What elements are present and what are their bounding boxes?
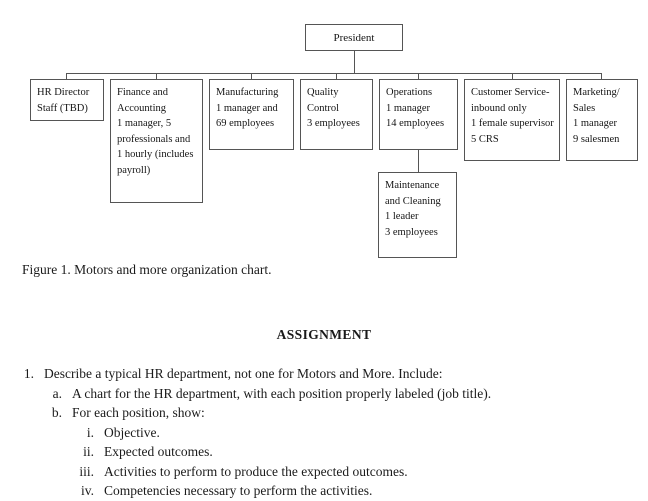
- org-node-finance-accounting-line-5: payroll): [117, 164, 151, 176]
- list-item-marker: iv.: [81, 483, 94, 498]
- list-item-marker: i.: [86, 424, 94, 440]
- list-item-marker: 1.: [23, 366, 34, 381]
- org-node-customer-service-line-3: 5 CRS: [471, 133, 499, 145]
- org-node-marketing-sales: Marketing/ Sales 1 manager 9 salesmen: [566, 79, 638, 161]
- list-item-text: A chart for the HR department, with each…: [72, 385, 492, 401]
- org-node-maintenance-cleaning-line-0: Maintenance: [385, 180, 440, 191]
- list-item-marker: iii.: [79, 463, 94, 479]
- org-node-finance-accounting-line-2: 1 manager, 5: [117, 118, 172, 129]
- list-item-text: For each position, show:: [72, 405, 205, 420]
- org-node-president: President: [305, 24, 403, 51]
- connector-drop-marketing-sales: [601, 73, 602, 79]
- connector-horizontal-bus: [66, 73, 602, 74]
- org-node-hr-director-line-0: HR Director: [37, 87, 90, 98]
- org-node-operations: Operations 1 manager 14 employees: [379, 79, 458, 150]
- list-item: iv. Competencies necessary to perform th…: [72, 481, 640, 501]
- org-node-marketing-sales-line-1: Sales: [573, 102, 596, 114]
- list-item: iii. Activities to perform to produce th…: [72, 462, 640, 482]
- org-node-customer-service-line-1: inbound only: [471, 102, 527, 114]
- org-node-manufacturing-line-2: 69 employees: [216, 118, 275, 129]
- list-item-text: Objective.: [104, 424, 160, 440]
- connector-president-stem: [354, 51, 355, 73]
- list-item-marker: ii.: [83, 444, 94, 459]
- org-node-hr-director-line-1: Staff (TBD): [37, 102, 88, 114]
- org-node-operations-line-1: 1 manager: [386, 102, 431, 114]
- list-item-text: Competencies necessary to perform the ac…: [104, 483, 373, 498]
- org-node-maintenance-cleaning-line-1: and Cleaning: [385, 195, 441, 207]
- list-item-text: Describe a typical HR department, not on…: [44, 366, 443, 381]
- list-item-text: Expected outcomes.: [104, 444, 213, 459]
- org-node-manufacturing-line-1: 1 manager and: [216, 102, 278, 114]
- figure-caption: Figure 1. Motors and more organization c…: [22, 262, 272, 277]
- org-node-quality-control-line-2: 3 employees: [307, 118, 360, 129]
- connector-operations-to-maintenance: [418, 150, 419, 172]
- org-node-operations-line-0: Operations: [386, 87, 433, 98]
- org-node-marketing-sales-line-3: 9 salesmen: [573, 133, 620, 145]
- list-item-marker: a.: [52, 385, 62, 401]
- org-node-quality-control: Quality Control 3 employees: [300, 79, 373, 150]
- org-node-operations-line-2: 14 employees: [386, 118, 445, 129]
- list-item: ii. Expected outcomes.: [72, 442, 640, 462]
- org-node-customer-service: Customer Service- inbound only 1 female …: [464, 79, 560, 161]
- org-node-finance-accounting-line-3: professionals and: [117, 133, 191, 145]
- org-node-finance-accounting-line-4: 1 hourly (includes: [117, 149, 194, 160]
- connector-drop-hr-director: [66, 73, 67, 79]
- connector-drop-manufacturing: [251, 73, 252, 79]
- org-node-marketing-sales-line-0: Marketing/: [573, 87, 620, 98]
- assignment-heading: ASSIGNMENT: [276, 327, 372, 342]
- org-node-quality-control-line-1: Control: [307, 102, 340, 114]
- org-node-finance-accounting-line-1: Accounting: [117, 102, 166, 114]
- assignment-list: 1. Describe a typical HR department, not…: [16, 364, 640, 501]
- organization-chart: President HR Director Staff (TBD) Financ…: [30, 24, 638, 258]
- list-item: b. For each position, show:: [44, 403, 640, 423]
- org-node-finance-accounting-line-0: Finance and: [117, 87, 169, 98]
- list-item: 1. Describe a typical HR department, not…: [16, 364, 640, 384]
- connector-drop-quality-control: [336, 73, 337, 79]
- org-node-maintenance-cleaning-line-2: 1 leader: [385, 211, 419, 222]
- org-node-hr-director: HR Director Staff (TBD): [30, 79, 104, 121]
- list-item: i. Objective.: [72, 423, 640, 443]
- org-node-customer-service-line-2: 1 female supervisor: [471, 118, 554, 129]
- org-node-manufacturing: Manufacturing 1 manager and 69 employees: [209, 79, 294, 150]
- org-node-maintenance-cleaning-line-3: 3 employees: [385, 226, 438, 238]
- org-node-manufacturing-line-0: Manufacturing: [216, 87, 279, 98]
- list-item-text: Activities to perform to produce the exp…: [104, 463, 408, 479]
- connector-drop-finance-accounting: [156, 73, 157, 79]
- org-node-customer-service-line-0: Customer Service-: [471, 87, 550, 98]
- org-node-maintenance-cleaning: Maintenance and Cleaning 1 leader 3 empl…: [378, 172, 457, 258]
- org-node-marketing-sales-line-2: 1 manager: [573, 118, 618, 129]
- list-item: a. A chart for the HR department, with e…: [44, 384, 640, 404]
- connector-drop-customer-service: [512, 73, 513, 79]
- connector-drop-operations: [418, 73, 419, 79]
- org-node-finance-accounting: Finance and Accounting 1 manager, 5 prof…: [110, 79, 203, 203]
- org-node-quality-control-line-0: Quality: [307, 87, 339, 98]
- org-node-president-line-0: President: [333, 32, 375, 44]
- list-item-marker: b.: [51, 405, 62, 420]
